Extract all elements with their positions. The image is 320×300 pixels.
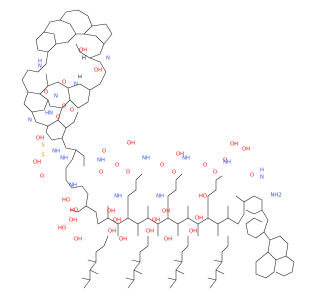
atom-label: OH xyxy=(189,229,197,235)
atom-label: O xyxy=(160,163,164,169)
atom-label: H xyxy=(78,75,82,81)
atom-label: NH xyxy=(52,149,60,155)
atom-label: NH xyxy=(69,183,77,189)
atom-label: HO xyxy=(62,198,70,204)
atom-label: O xyxy=(203,163,207,169)
atom-label: NH xyxy=(182,156,190,162)
atom-label: NH xyxy=(60,156,68,162)
atom-label: O xyxy=(213,170,217,176)
atom-label: OH xyxy=(230,142,238,148)
atom-label: NH xyxy=(223,160,231,166)
atom-label: O xyxy=(40,174,44,180)
atom-label: OH xyxy=(164,237,172,243)
atom-label: NH xyxy=(114,194,122,200)
atom-label: N xyxy=(28,118,32,124)
atom-label: HO xyxy=(70,208,78,214)
atom-label: HO xyxy=(58,226,66,232)
atom-label: O xyxy=(250,173,254,179)
atom-label: O xyxy=(126,170,130,176)
atom-label: N xyxy=(54,94,58,100)
atom-label: OH xyxy=(242,147,250,153)
atom-label: O xyxy=(62,104,66,110)
atom-label: O xyxy=(70,108,74,114)
atom-label: S xyxy=(41,143,44,149)
atom-label: N xyxy=(74,82,78,88)
atom-label: OH xyxy=(69,218,77,224)
atom-label: S xyxy=(41,153,44,159)
atom-label: NH2 xyxy=(270,193,281,199)
atom-label: O xyxy=(56,115,60,121)
atom-label: OH xyxy=(74,237,82,243)
atom-label: H xyxy=(260,168,264,174)
atom-label: O xyxy=(99,170,103,176)
atom-label: OH xyxy=(113,218,121,224)
atom-label: O xyxy=(102,149,106,155)
atom-label: HO xyxy=(199,194,207,200)
atom-label: OH xyxy=(107,209,115,215)
atom-label: HN xyxy=(45,111,53,117)
atom-label: NH xyxy=(156,194,164,200)
atom-label: OH xyxy=(108,229,116,235)
atom-label: N xyxy=(106,56,110,62)
atom-label: OH xyxy=(79,48,87,54)
atom-label: OH xyxy=(33,160,41,166)
atom-label: OH xyxy=(162,209,170,215)
atom-label: OH xyxy=(119,237,127,243)
atom-label: O xyxy=(172,170,176,176)
atom-label: OH xyxy=(195,216,203,222)
atom-label: H xyxy=(38,59,42,65)
atom-label: N xyxy=(38,64,42,70)
atom-label: OH xyxy=(127,141,135,147)
atom-label: OH xyxy=(146,229,154,235)
atom-label: O xyxy=(62,80,66,86)
atom-label: OH xyxy=(36,136,44,142)
atom-label: O xyxy=(223,158,227,164)
atom-label: NH xyxy=(97,158,105,164)
atom-label: OH xyxy=(176,152,184,158)
atom-label: H xyxy=(82,56,86,62)
atom-label: OH xyxy=(94,68,102,74)
atom-label: O xyxy=(44,90,48,96)
atom-label: OH xyxy=(152,218,160,224)
atom-label: N xyxy=(260,175,264,181)
atom-label: NH xyxy=(142,156,150,162)
atom-label: O xyxy=(115,163,119,169)
bond-skeleton xyxy=(21,9,295,289)
